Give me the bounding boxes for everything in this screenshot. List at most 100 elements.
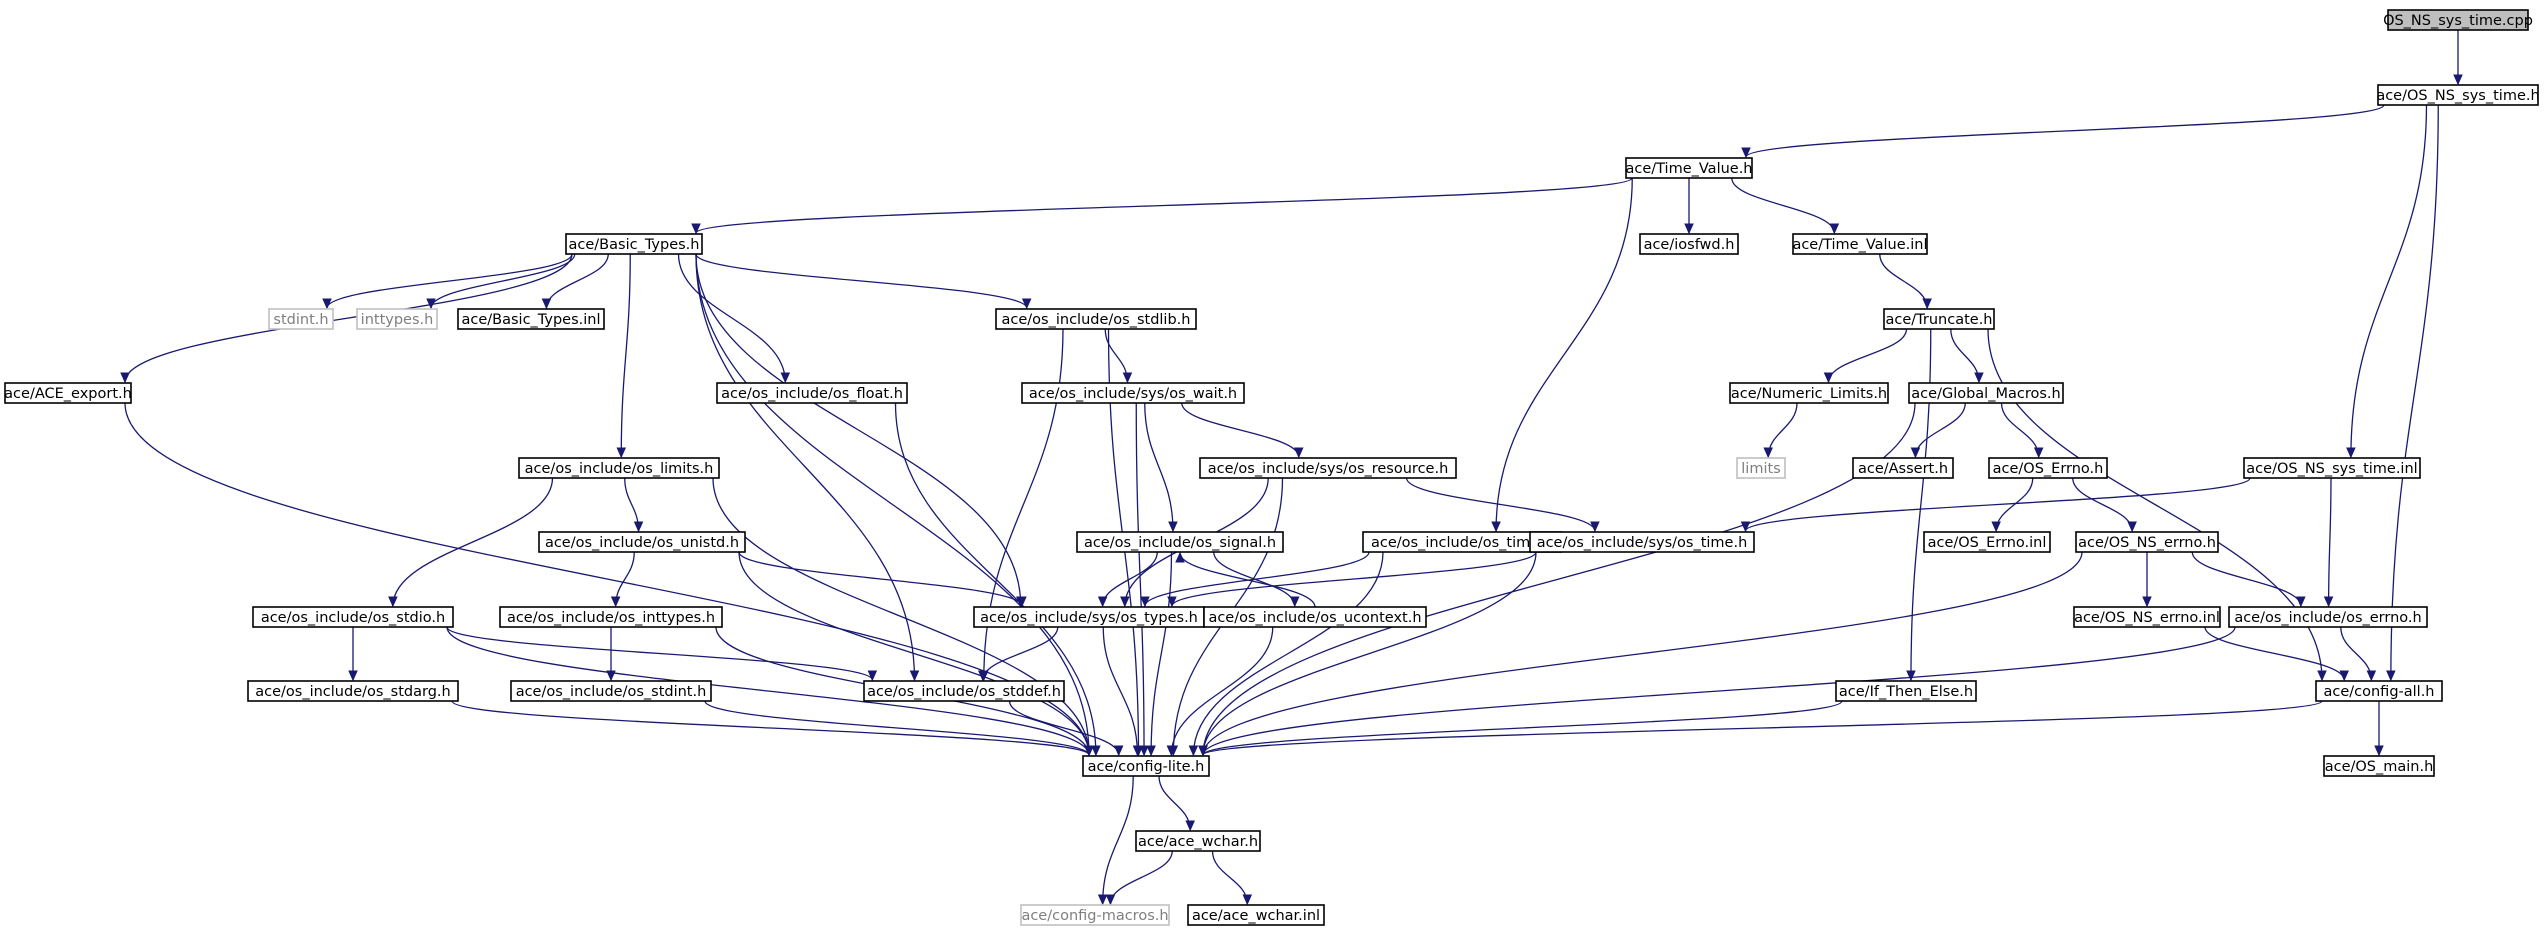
edge-ace-truncate-h-to-ace-if-then-else-h: [1906, 328, 1932, 682]
node-ace-truncate-h[interactable]: ace/Truncate.h: [1883, 308, 1995, 330]
edge-ace-os-ns-errno-h-to-ace-config-lite-h: [1198, 551, 2083, 757]
edge-line: [704, 700, 1090, 756]
edge-os-stdio-h-to-os-stddef-h: [446, 626, 878, 682]
node-ace-global-macros-h[interactable]: ace/Global_Macros.h: [1908, 382, 2064, 404]
node-ace-os-ns-errno-h[interactable]: ace/OS_NS_errno.h: [2075, 531, 2219, 553]
arrowhead-icon: [606, 670, 616, 682]
edge-ace-os-errno-h-to-ace-os-errno-inl: [1991, 477, 2034, 533]
edge-os-sys-resource-h-to-os-sys-time-h: [1405, 477, 1600, 533]
node-os-stdarg-h[interactable]: ace/os_include/os_stdarg.h: [247, 680, 459, 702]
node-ace-ace-wchar-inl[interactable]: ace/ace_wchar.inl: [1187, 904, 1325, 926]
edge-line: [1202, 551, 2083, 756]
node-os-sys-wait-h[interactable]: ace/os_include/sys/os_wait.h: [1021, 382, 1245, 404]
arrowhead-icon: [2374, 745, 2384, 757]
edge-ace-ace-wchar-h-to-ace-ace-wchar-inl: [1211, 850, 1253, 906]
node-box: [565, 233, 703, 255]
arrowhead-icon: [1146, 745, 1156, 757]
node-ace-os-ns-sys-time-inl[interactable]: ace/OS_NS_sys_time.inl: [2243, 457, 2421, 479]
edge-line: [1950, 328, 1980, 383]
node-os-ucontext-h[interactable]: ace/os_include/os_ucontext.h: [1203, 606, 1427, 628]
node-ace-time-value-inl[interactable]: ace/Time_Value.inl: [1792, 233, 1928, 255]
node-box: [2075, 531, 2219, 553]
node-box: [2228, 606, 2428, 628]
node-ace-ace-export-h[interactable]: ace/ACE_export.h: [4, 382, 132, 404]
edge-line: [1144, 551, 1370, 607]
node-os-stddef-h[interactable]: ace/os_include/os_stddef.h: [863, 680, 1065, 702]
arrowhead-icon: [541, 298, 552, 310]
node-os-stdlib-h[interactable]: ace/os_include/os_stdlib.h: [995, 308, 1197, 330]
node-label: ace/Global_Macros.h: [1911, 386, 2060, 402]
node-ace-os-errno-inl[interactable]: ace/OS_Errno.inl: [1923, 531, 2051, 553]
arrowhead-icon: [1017, 596, 1027, 608]
edge-line: [695, 253, 1090, 756]
arrowhead-icon: [2033, 447, 2044, 459]
node-label: ace/ace_wchar.inl: [1192, 908, 1320, 924]
arrowhead-icon: [1021, 298, 1032, 310]
node-ace-config-all-h[interactable]: ace/config-all.h: [2315, 680, 2443, 702]
arrowhead-icon: [1122, 372, 1133, 384]
node-box: [1199, 457, 1457, 479]
node-os-errno-h[interactable]: ace/os_include/os_errno.h: [2228, 606, 2428, 628]
node-ace-basic-types-inl[interactable]: ace/Basic_Types.inl: [457, 308, 605, 330]
node-ace-os-ns-sys-time-h[interactable]: ace/OS_NS_sys_time.h: [2376, 84, 2540, 106]
edge-os-stdio-h-to-os-stdarg-h: [348, 627, 358, 682]
node-box: [1792, 233, 1928, 255]
edge-ace-truncate-h-to-ace-global-macros-h: [1950, 328, 1984, 384]
node-os-signal-h[interactable]: ace/os_include/os_signal.h: [1076, 531, 1284, 553]
node-ace-os-errno-h[interactable]: ace/OS_Errno.h: [1988, 457, 2108, 479]
node-ace-if-then-else-h[interactable]: ace/If_Then_Else.h: [1835, 680, 1977, 702]
node-ace-assert-h[interactable]: ace/Assert.h: [1852, 457, 1954, 479]
arrowhead-icon: [2127, 521, 2137, 533]
node-box: [1835, 680, 1977, 702]
node-os-sys-types-h[interactable]: ace/os_include/sys/os_types.h: [973, 606, 1205, 628]
arrowhead-icon: [1113, 745, 1124, 757]
node-os-sys-time-h[interactable]: ace/os_include/sys/os_time.h: [1529, 531, 1755, 553]
node-box: [1908, 382, 2064, 404]
node-box: [510, 680, 712, 702]
node-box: [356, 308, 438, 330]
edge-line: [1731, 177, 1835, 234]
edge-line: [1914, 402, 1966, 458]
node-label: ace/os_include/os_signal.h: [1084, 535, 1276, 551]
node-os-sys-resource-h[interactable]: ace/os_include/sys/os_resource.h: [1199, 457, 1457, 479]
node-box: [1020, 904, 1170, 926]
node-label: ace/OS_NS_sys_time.inl: [2246, 461, 2417, 477]
node-ace-os-main-h[interactable]: ace/OS_main.h: [2323, 755, 2435, 777]
node-ace-iosfwd-h[interactable]: ace/iosfwd.h: [1639, 233, 1739, 255]
node-os-stdint-h[interactable]: ace/os_include/os_stdint.h: [510, 680, 712, 702]
arrowhead-icon: [633, 521, 644, 533]
edge-os-signal-h-to-ace-config-lite-h: [1146, 551, 1173, 757]
edge-ace-os-ns-errno-h-to-ace-os-ns-errno-inl: [2142, 552, 2152, 608]
node-label: ace/os_include/os_stdlib.h: [1002, 312, 1191, 328]
node-box: [2387, 9, 2529, 31]
node-os-limits-h[interactable]: ace/os_include/os_limits.h: [518, 457, 720, 479]
edge-ace-ace-wchar-h-to-ace-config-macros-h: [1105, 850, 1173, 906]
node-ace-basic-types-h[interactable]: ace/Basic_Types.h: [565, 233, 703, 255]
node-ace-ace-wchar-h[interactable]: ace/ace_wchar.h: [1135, 830, 1261, 852]
arrowhead-icon: [1974, 372, 1984, 384]
node-box: [716, 382, 908, 404]
edge-os-ucontext-h-to-os-signal-h: [1175, 551, 1316, 608]
node-ace-numeric-limits-h[interactable]: ace/Numeric_Limits.h: [1729, 382, 1889, 404]
edge-line: [1405, 477, 1596, 532]
node-box: [2073, 606, 2221, 628]
node-os-stdio-h[interactable]: ace/os_include/os_stdio.h: [252, 606, 454, 628]
edge-os-stdint-h-to-ace-config-lite-h: [704, 700, 1094, 757]
arrowhead-icon: [977, 670, 988, 682]
edge-line: [451, 700, 1090, 756]
node-os-unistd-h[interactable]: ace/os_include/os_unistd.h: [538, 531, 746, 553]
arrowhead-icon: [2346, 447, 2356, 459]
edge-ace-ace-export-h-to-ace-config-lite-h: [124, 402, 1094, 757]
node-label: ace/os_include/os_errno.h: [2234, 610, 2421, 626]
node-ace-config-lite-h[interactable]: ace/config-lite.h: [1082, 755, 1210, 777]
edge-os-unistd-h-to-os-sys-types-h: [738, 551, 1027, 608]
node-ace-time-value-h[interactable]: ace/Time_Value.h: [1625, 157, 1753, 179]
edge-line: [1179, 552, 1316, 608]
node-label: ace/Time_Value.h: [1625, 161, 1752, 177]
node-os-float-h[interactable]: ace/os_include/os_float.h: [716, 382, 908, 404]
node-os-time-h[interactable]: ace/os_include/os_time.h: [1362, 531, 1562, 553]
arrowhead-icon: [616, 447, 627, 459]
node-os-inttypes-h[interactable]: ace/os_include/os_inttypes.h: [499, 606, 723, 628]
node-ace-os-ns-errno-inl[interactable]: ace/OS_NS_errno.inl: [2073, 606, 2221, 628]
edge-line: [1211, 850, 1248, 905]
